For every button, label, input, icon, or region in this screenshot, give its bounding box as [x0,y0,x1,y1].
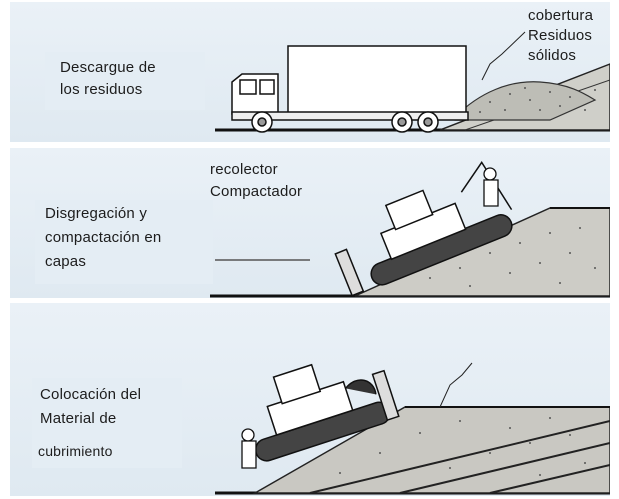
fill-layer [489,464,610,494]
blade [371,369,400,421]
stage-label-line: Disgregación y [45,205,148,222]
callout-label: Residuos [528,27,593,44]
label-box [45,52,205,110]
cover-material [344,379,377,395]
stage-label-line: Descargue de [60,59,156,76]
callout-leader [439,362,473,408]
truck-chassis [231,111,469,121]
stage-panel-unloading: Descargue de los residuos cobertura Resi… [10,2,610,142]
callout-label: sólidos [528,47,577,64]
label-box [32,378,182,468]
dump-truck-icon [231,45,469,133]
ripper-arm [460,161,513,211]
bulldozer-icon [254,363,400,462]
waste-pile [454,81,597,121]
stage-label-line: los residuos [60,81,143,98]
fill-layer [399,442,610,494]
stage-label-line: capas [45,253,87,270]
operator-figure [483,167,499,207]
unloading-scene [215,31,610,133]
callout-label: recolector [210,161,278,178]
operator-cab [272,363,322,405]
stage-label-line: cubrimiento [38,443,113,459]
callout-label: cobertura [528,7,594,24]
stage-label-line: compactación en [45,229,162,246]
cab-window [239,79,257,95]
operator-figure [241,428,257,469]
covering-scene [215,362,610,495]
truck-container [287,45,467,115]
stage-panel-covering: Colocación del Material de cubrimiento [10,303,610,496]
compaction-scene [210,161,610,298]
blade [334,248,365,297]
callout-leader [481,31,526,81]
stage-label-line: Material de [40,410,117,427]
callout-label: Compactador [210,183,303,200]
stage-panel-compaction: Disgregación y compactación en capas rec… [10,148,610,298]
stage-label-line: Colocación del [40,386,142,403]
cab-window [259,79,275,95]
label-box [35,200,213,284]
operator-cab [384,189,434,231]
bulldozer-icon [334,161,513,297]
fill-layer [309,420,610,494]
